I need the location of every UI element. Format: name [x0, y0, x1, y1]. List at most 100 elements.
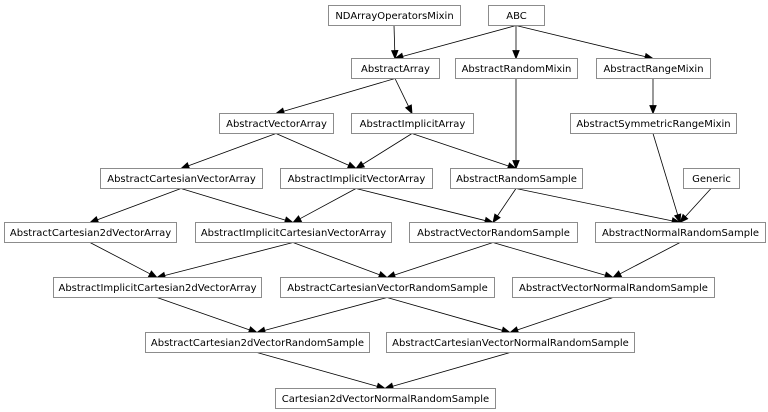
edge-abstract-implicit-vector-array-to-abstract-implicit-cartesian-vector-array: [292, 188, 357, 224]
node-box: [328, 5, 461, 26]
edge-abstract-array-to-abstract-vector-array: [274, 78, 396, 115]
edge-abstract-random-mixin-to-abstract-random-sample: [512, 78, 520, 170]
edge-abstract-vector-array-to-abstract-implicit-vector-array: [275, 133, 357, 169]
arrowhead: [612, 270, 623, 278]
edge-line: [299, 188, 357, 220]
edge-line: [497, 188, 517, 217]
node-label: AbstractRangeMixin: [603, 64, 703, 75]
node-label: AbstractImplicitArray: [360, 119, 466, 130]
node-box: [595, 222, 766, 243]
edge-abstract-cartesian2d-vector-array-to-abstract-implicit-cartesian2d-vector-array: [89, 242, 158, 278]
node-abstract-random-mixin: AbstractRandomMixin: [455, 58, 578, 79]
edge-abstract-implicit-array-to-abstract-random-sample: [411, 133, 518, 170]
node-box: [351, 58, 440, 79]
arrowhead: [377, 271, 389, 279]
edge-line: [411, 133, 509, 167]
node-box: [53, 277, 262, 298]
arrowhead: [512, 50, 520, 60]
edge-line: [156, 297, 250, 331]
arrowhead: [679, 213, 689, 224]
edge-abstract-cartesian2d-vector-random-sample-to-cartesian2d-vector-normal-random-sample: [256, 352, 387, 390]
node-box: [512, 277, 715, 298]
edge-abstract-implicit-cartesian-vector-array-to-abstract-cartesian-vector-random-sample: [292, 242, 389, 279]
node-label: AbstractCartesianVectorRandomSample: [287, 283, 488, 294]
node-box: [409, 222, 578, 243]
node-abstract-normal-random-sample: AbstractNormalRandomSample: [595, 222, 766, 243]
edge-abstract-symmetric-range-mixin-to-abstract-normal-random-sample: [652, 133, 682, 224]
edge-abstract-implicit-cartesian-vector-array-to-abstract-implicit-cartesian2d-vector-array: [155, 242, 294, 280]
arrowhead: [88, 216, 100, 224]
edge-line: [264, 297, 388, 331]
node-box: [4, 222, 177, 243]
arrowhead: [404, 104, 413, 115]
node-box: [450, 168, 583, 189]
edge-abstract-cartesian-vector-random-sample-to-abstract-cartesian-vector-normal-random-sample: [386, 297, 512, 334]
node-label: AbstractImplicitCartesianVectorArray: [201, 228, 386, 239]
node-abstract-random-sample: AbstractRandomSample: [450, 168, 583, 189]
arrowhead: [179, 162, 191, 170]
edge-line: [402, 25, 517, 57]
node-label: AbstractImplicitCartesian2dVectorArray: [58, 283, 256, 294]
node-label: AbstractNormalRandomSample: [602, 228, 759, 239]
arrowhead: [346, 161, 357, 169]
edge-line: [394, 78, 409, 107]
node-abstract-implicit-cartesian2d-vector-array: AbstractImplicitCartesian2dVectorArray: [53, 277, 262, 298]
node-box: [195, 222, 392, 243]
edge-line: [394, 242, 494, 276]
node-label: ABC: [506, 11, 527, 22]
node-abstract-range-mixin: AbstractRangeMixin: [596, 58, 711, 79]
edge-abstract-vector-random-sample-to-abstract-cartesian-vector-random-sample: [385, 242, 494, 279]
arrowhead: [147, 270, 158, 278]
node-label: AbstractArray: [361, 64, 430, 75]
edge-abstract-range-mixin-to-abstract-symmetric-range-mixin: [649, 78, 657, 115]
node-abstract-implicit-vector-array: AbstractImplicitVectorArray: [280, 168, 433, 189]
node-label: AbstractRandomMixin: [462, 64, 572, 75]
arrowhead: [492, 213, 501, 224]
node-label: AbstractSymmetricRangeMixin: [576, 119, 730, 130]
edge-line: [355, 188, 486, 221]
edge-line: [685, 188, 712, 217]
node-box: [219, 113, 334, 134]
node-abstract-cartesian-vector-normal-random-sample: AbstractCartesianVectorNormalRandomSampl…: [386, 332, 635, 353]
edge-line: [492, 242, 606, 276]
arrowhead: [355, 160, 366, 170]
node-abstract-array: AbstractArray: [351, 58, 440, 79]
node-box: [683, 168, 740, 189]
node-box: [596, 58, 711, 79]
edge-line: [619, 242, 681, 275]
edge-line: [188, 133, 277, 167]
edge-line: [164, 242, 294, 276]
node-abstract-cartesian2d-vector-array: AbstractCartesian2dVectorArray: [4, 222, 177, 243]
node-abstract-implicit-array: AbstractImplicitArray: [351, 113, 474, 134]
edge-abstract-cartesian-vector-array-to-abstract-implicit-cartesian-vector-array: [180, 188, 295, 224]
node-abstract-implicit-cartesian-vector-array: AbstractImplicitCartesianVectorArray: [195, 222, 392, 243]
edge-abstract-normal-random-sample-to-abstract-vector-normal-random-sample: [612, 242, 681, 278]
edge-line: [392, 352, 511, 387]
node-label: Generic: [692, 174, 731, 185]
node-abc: ABC: [488, 5, 545, 26]
edge-abstract-implicit-array-to-abstract-implicit-vector-array: [355, 133, 413, 170]
node-abstract-vector-array: AbstractVectorArray: [219, 113, 334, 134]
node-box: [488, 5, 545, 26]
edge-generic-to-abstract-normal-random-sample: [679, 188, 712, 224]
node-box: [280, 168, 433, 189]
edge-abstract-cartesian-vector-normal-random-sample-to-cartesian2d-vector-normal-random-sample: [383, 352, 511, 390]
node-label: AbstractCartesianVectorNormalRandomSampl…: [392, 338, 629, 349]
edge-line: [362, 133, 413, 165]
edge-line: [517, 297, 614, 331]
node-label: NDArrayOperatorsMixin: [335, 11, 453, 22]
node-label: AbstractCartesian2dVectorArray: [10, 228, 171, 239]
edge-abstract-cartesian-vector-random-sample-to-abstract-cartesian2d-vector-random-sample: [255, 297, 388, 334]
node-abstract-symmetric-range-mixin: AbstractSymmetricRangeMixin: [570, 113, 737, 134]
node-cartesian2d-vector-normal-random-sample: Cartesian2dVectorNormalRandomSample: [275, 388, 496, 409]
edge-abstract-implicit-cartesian2d-vector-array-to-abstract-cartesian2d-vector-random-sample: [156, 297, 259, 334]
edge-line: [515, 25, 646, 58]
node-label: AbstractVectorNormalRandomSample: [519, 283, 708, 294]
edge-nd-array-operators-mixin-to-abstract-array: [390, 25, 399, 60]
edge-abc-to-abstract-random-mixin: [512, 25, 520, 60]
edge-abstract-vector-array-to-abstract-cartesian-vector-array: [179, 133, 277, 170]
arrowhead: [673, 213, 682, 224]
edge-line: [652, 133, 679, 215]
